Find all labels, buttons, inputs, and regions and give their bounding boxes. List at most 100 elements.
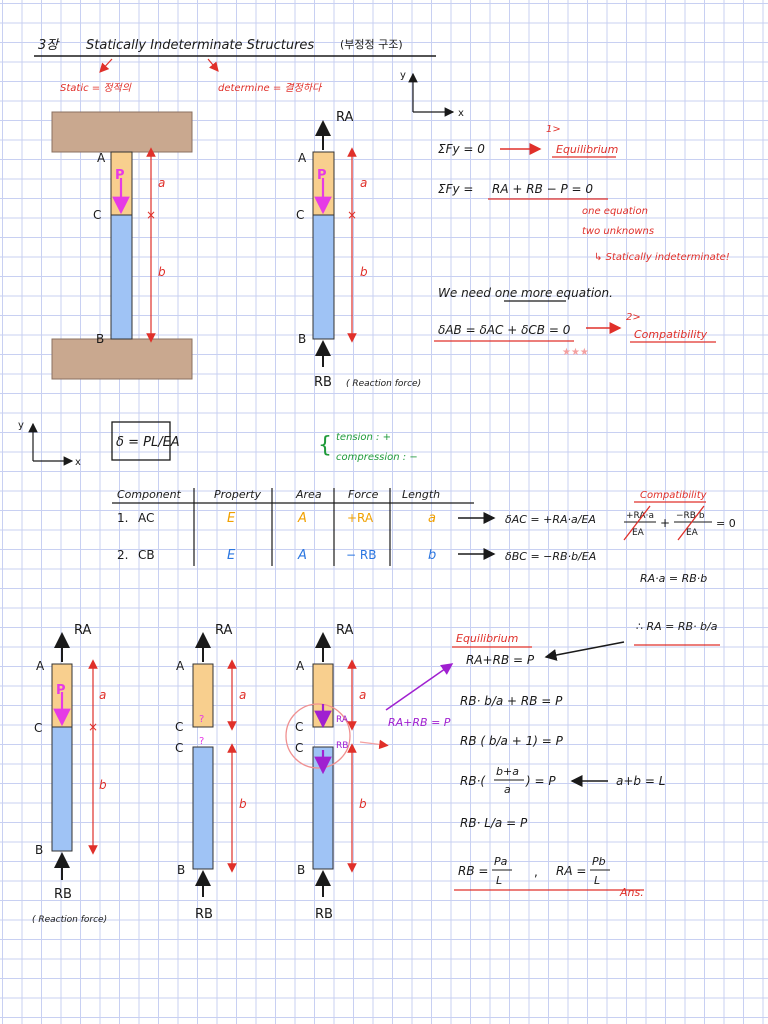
reaction-ra-label: RA [336, 110, 354, 125]
ra-answer-numerator: Pb [592, 855, 606, 868]
ra-a-equals-rb-b: RA·a = RB·b [640, 572, 707, 585]
step-substituted: RB· b/a + RB = P [460, 694, 563, 708]
equals-zero: = 0 [716, 517, 736, 530]
header-property: Property [214, 488, 261, 501]
substitute-arrow [544, 641, 625, 661]
bottom-wall [51, 338, 193, 380]
page-title: Statically Indeterminate Structures [86, 38, 314, 53]
ra-result: ∴ RA = RB· b/a [636, 620, 718, 633]
step-two-label: Compatibility [634, 328, 708, 341]
sum-forces-eq: ΣFy = 0 [438, 142, 485, 156]
step-l-over-a: RB· L/a = P [460, 816, 528, 830]
internal-rb-label: RB [336, 741, 348, 751]
sign-convention: { tension : + compression : − [318, 432, 418, 463]
table-row: 1. AC E A +RA a δAC = +RA·a/EA [117, 511, 596, 526]
sum-forces-left: ΣFy = [438, 182, 473, 196]
length-a-label: a [99, 688, 106, 702]
step-ra-plus-rb: RA+RB = P [466, 653, 535, 667]
row-number: 2. [117, 548, 128, 562]
step-one-number: 1> [546, 124, 561, 135]
length-a-label: a [239, 688, 246, 702]
reaction-ra-label: RA [215, 623, 233, 638]
unknown-force-upper: ? [199, 714, 204, 725]
component-table: Component Property Area Force Length 1. … [112, 488, 596, 566]
y-axis-label: y [400, 70, 406, 81]
row-property: E [227, 548, 236, 563]
deformation-formula: δ = PL/EA [116, 435, 180, 450]
sum-equals-p-note: RA+RB = P [388, 716, 451, 729]
load-label: P [56, 683, 66, 698]
y-axis-label: y [18, 420, 24, 431]
fraction2-numerator: −RB·b [676, 511, 705, 521]
point-c-lower-label: C [295, 741, 303, 755]
two-unknowns-note: two unknowns [582, 226, 654, 237]
stars: ★★★ [562, 347, 589, 358]
header: 3장 Statically Indeterminate Structures (… [34, 38, 436, 94]
fraction1-numerator: +RA·a [626, 511, 654, 521]
row-component: AC [138, 511, 154, 525]
pointer-arrow [359, 739, 389, 750]
determine-note: determine = 결정하다 [218, 82, 323, 94]
length-b-label: b [239, 797, 247, 811]
point-b-label: B [96, 332, 104, 346]
segment-ac [192, 663, 214, 728]
determine-pointer [207, 58, 219, 72]
deformation-sum-eq: δAB = δAC + δCB = 0 [438, 323, 571, 337]
plus-sign: + [660, 516, 670, 530]
rb-answer-denominator: L [496, 874, 502, 887]
one-equation-note: one equation [582, 206, 648, 217]
point-b-label: B [298, 332, 306, 346]
table-row: 2. CB E A − RB b δBC = −RB·b/EA [117, 548, 596, 563]
header-force: Force [348, 488, 379, 501]
length-sum-note: a+b = L [616, 774, 665, 788]
reaction-rb-label: RB [195, 907, 213, 922]
reaction-rb-label: RB [54, 887, 72, 902]
compatibility-title: Compatibility [640, 490, 708, 501]
dimension-cross: × [146, 208, 156, 222]
sum-forces-right: RA + RB − P = 0 [492, 182, 593, 196]
point-c-upper-label: C [295, 720, 303, 734]
x-axis-label: x [75, 457, 81, 468]
point-c-label: C [34, 721, 42, 735]
length-a-label: a [360, 176, 367, 190]
reaction-ra-label: RA [74, 623, 92, 638]
step-combined-prefix: RB·( [460, 774, 486, 788]
ra-answer-label: RA = [556, 864, 586, 878]
point-a-label: A [97, 151, 106, 165]
load-label: P [317, 168, 327, 183]
answer-mark: Ans. [619, 886, 644, 899]
unknown-force-lower: ? [199, 736, 204, 747]
row-component: CB [138, 548, 155, 562]
fraction1-denominator: EA [632, 528, 645, 538]
segment-cb [192, 746, 214, 870]
rb-answer-numerator: Pa [494, 855, 508, 868]
row-result: δBC = −RB·b/EA [505, 550, 596, 563]
segment-cb [51, 726, 73, 852]
step-combined-suffix: ) = P [525, 774, 556, 788]
header-component: Component [117, 488, 182, 501]
point-a-label: A [176, 659, 185, 673]
header-length: Length [402, 488, 440, 501]
length-a-label: a [359, 688, 366, 702]
reaction-rb-label: RB [314, 375, 332, 390]
segment-cb [110, 214, 133, 340]
bottom-figure-full: RA RB ( Reaction force) P A C B × a b [32, 623, 107, 925]
step-combined-denominator: a [504, 783, 511, 796]
row-length: a [428, 511, 436, 526]
internal-ra-label: RA [336, 715, 349, 725]
reaction-rb-label: RB [315, 907, 333, 922]
step-two-number: 2> [626, 312, 641, 323]
formula-box [111, 421, 171, 461]
ra-answer-denominator: L [594, 874, 600, 887]
compatibility-calc: Compatibility +RA·a EA + −RB·b EA = 0 RA… [623, 490, 736, 646]
need-equation-text: We need one more equation. [438, 286, 613, 300]
step-factored: RB ( b/a + 1) = P [460, 734, 564, 748]
equilibrium-pointer [385, 663, 454, 711]
bottom-figure-cut: RA RB A C C B ? ? a b [175, 623, 247, 922]
dimension-cross: × [347, 208, 357, 222]
figure-reactions: RA RB ( Reaction force) P A C B × a b [296, 110, 421, 390]
axes-mid: y x [18, 420, 81, 468]
compression-sign: compression : − [336, 452, 418, 463]
reaction-force-note: ( Reaction force) [32, 915, 107, 925]
